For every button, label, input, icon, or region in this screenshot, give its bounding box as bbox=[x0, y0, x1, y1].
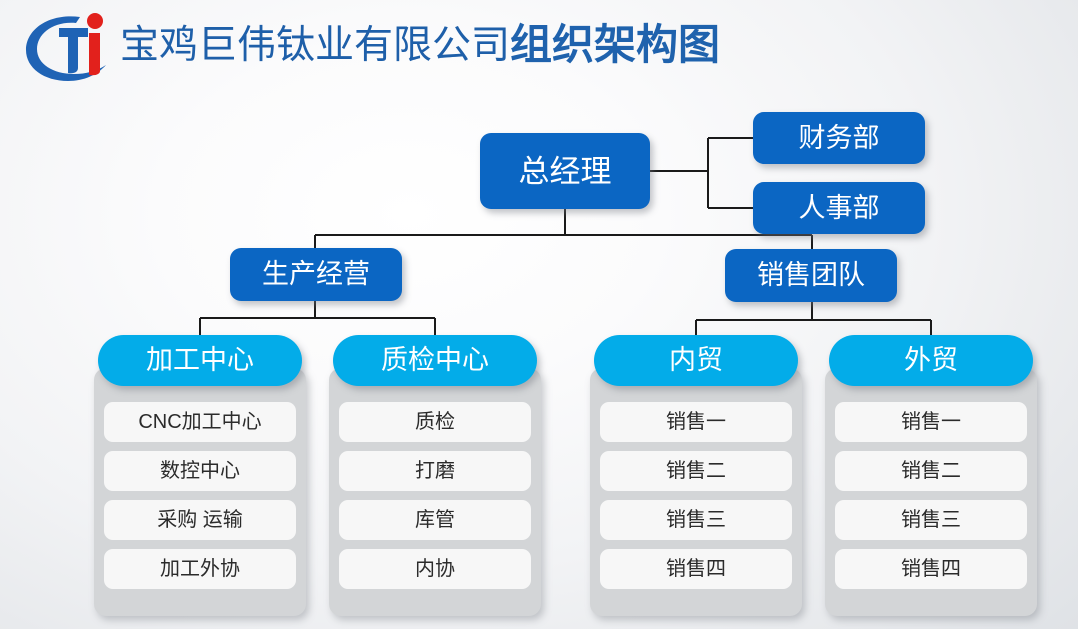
list-item-label: 销售一 bbox=[666, 411, 726, 433]
department-column-domestic-trade: 内贸 销售一 销售二 销售三 销售四 bbox=[586, 335, 806, 619]
list-item-label: 质检 bbox=[415, 411, 455, 433]
page-header: 宝鸡巨伟钛业有限公司 组织架构图 bbox=[0, 0, 1078, 95]
node-production-operations-label: 生产经营 bbox=[262, 259, 370, 289]
list-item[interactable]: 销售一 bbox=[600, 402, 792, 442]
list-item[interactable]: 销售四 bbox=[835, 549, 1027, 589]
department-column-machining: 加工中心 CNC加工中心 数控中心 采购 运输 加工外协 bbox=[90, 335, 310, 619]
department-item-list: CNC加工中心 数控中心 采购 运输 加工外协 bbox=[104, 402, 296, 598]
list-item-label: 数控中心 bbox=[160, 460, 240, 482]
list-item[interactable]: 打磨 bbox=[339, 451, 531, 491]
department-header-label: 外贸 bbox=[904, 345, 958, 375]
department-item-list: 销售一 销售二 销售三 销售四 bbox=[600, 402, 792, 598]
department-header-label: 内贸 bbox=[669, 345, 723, 375]
list-item-label: 销售四 bbox=[666, 558, 726, 580]
list-item[interactable]: 销售二 bbox=[835, 451, 1027, 491]
list-item-label: 内协 bbox=[415, 558, 455, 580]
list-item[interactable]: 销售四 bbox=[600, 549, 792, 589]
page-title-company: 宝鸡巨伟钛业有限公司 bbox=[120, 23, 511, 67]
list-item[interactable]: 质检 bbox=[339, 402, 531, 442]
list-item[interactable]: 采购 运输 bbox=[104, 500, 296, 540]
list-item[interactable]: 库管 bbox=[339, 500, 531, 540]
list-item-label: CNC加工中心 bbox=[138, 411, 262, 433]
list-item-label: 加工外协 bbox=[160, 558, 240, 580]
node-finance-department-label: 财务部 bbox=[798, 122, 880, 153]
list-item-label: 销售二 bbox=[901, 460, 961, 482]
node-general-manager[interactable]: 总经理 bbox=[480, 133, 650, 209]
list-item[interactable]: 内协 bbox=[339, 549, 531, 589]
department-header-foreign-trade[interactable]: 外贸 bbox=[829, 335, 1033, 386]
list-item-label: 销售四 bbox=[901, 558, 961, 580]
page-title-accent: 组织架构图 bbox=[510, 21, 721, 68]
node-sales-team[interactable]: 销售团队 bbox=[725, 249, 897, 302]
list-item-label: 销售二 bbox=[666, 460, 726, 482]
department-header-machining[interactable]: 加工中心 bbox=[98, 335, 302, 386]
list-item[interactable]: 加工外协 bbox=[104, 549, 296, 589]
page-title: 宝鸡巨伟钛业有限公司 组织架构图 bbox=[120, 14, 720, 76]
list-item[interactable]: 销售一 bbox=[835, 402, 1027, 442]
node-finance-department[interactable]: 财务部 bbox=[753, 112, 925, 164]
department-header-label: 质检中心 bbox=[381, 345, 489, 375]
list-item-label: 库管 bbox=[415, 509, 455, 531]
department-column-quality-inspection: 质检中心 质检 打磨 库管 内协 bbox=[325, 335, 545, 619]
list-item-label: 打磨 bbox=[415, 460, 455, 482]
list-item-label: 采购 运输 bbox=[157, 509, 243, 531]
department-header-domestic-trade[interactable]: 内贸 bbox=[594, 335, 798, 386]
list-item[interactable]: CNC加工中心 bbox=[104, 402, 296, 442]
list-item[interactable]: 销售三 bbox=[600, 500, 792, 540]
node-hr-department-label: 人事部 bbox=[798, 192, 880, 223]
list-item[interactable]: 销售三 bbox=[835, 500, 1027, 540]
list-item-label: 销售三 bbox=[901, 509, 961, 531]
list-item-label: 销售一 bbox=[901, 411, 961, 433]
department-header-label: 加工中心 bbox=[146, 345, 254, 375]
department-item-list: 销售一 销售二 销售三 销售四 bbox=[835, 402, 1027, 598]
department-header-quality-inspection[interactable]: 质检中心 bbox=[333, 335, 537, 386]
list-item[interactable]: 数控中心 bbox=[104, 451, 296, 491]
list-item-label: 销售三 bbox=[666, 509, 726, 531]
list-item[interactable]: 销售二 bbox=[600, 451, 792, 491]
node-sales-team-label: 销售团队 bbox=[757, 260, 865, 290]
cti-company-logo-icon bbox=[18, 8, 122, 86]
department-column-foreign-trade: 外贸 销售一 销售二 销售三 销售四 bbox=[821, 335, 1041, 619]
node-production-operations[interactable]: 生产经营 bbox=[230, 248, 402, 301]
department-item-list: 质检 打磨 库管 内协 bbox=[339, 402, 531, 598]
node-general-manager-label: 总经理 bbox=[518, 153, 612, 189]
node-hr-department[interactable]: 人事部 bbox=[753, 182, 925, 234]
